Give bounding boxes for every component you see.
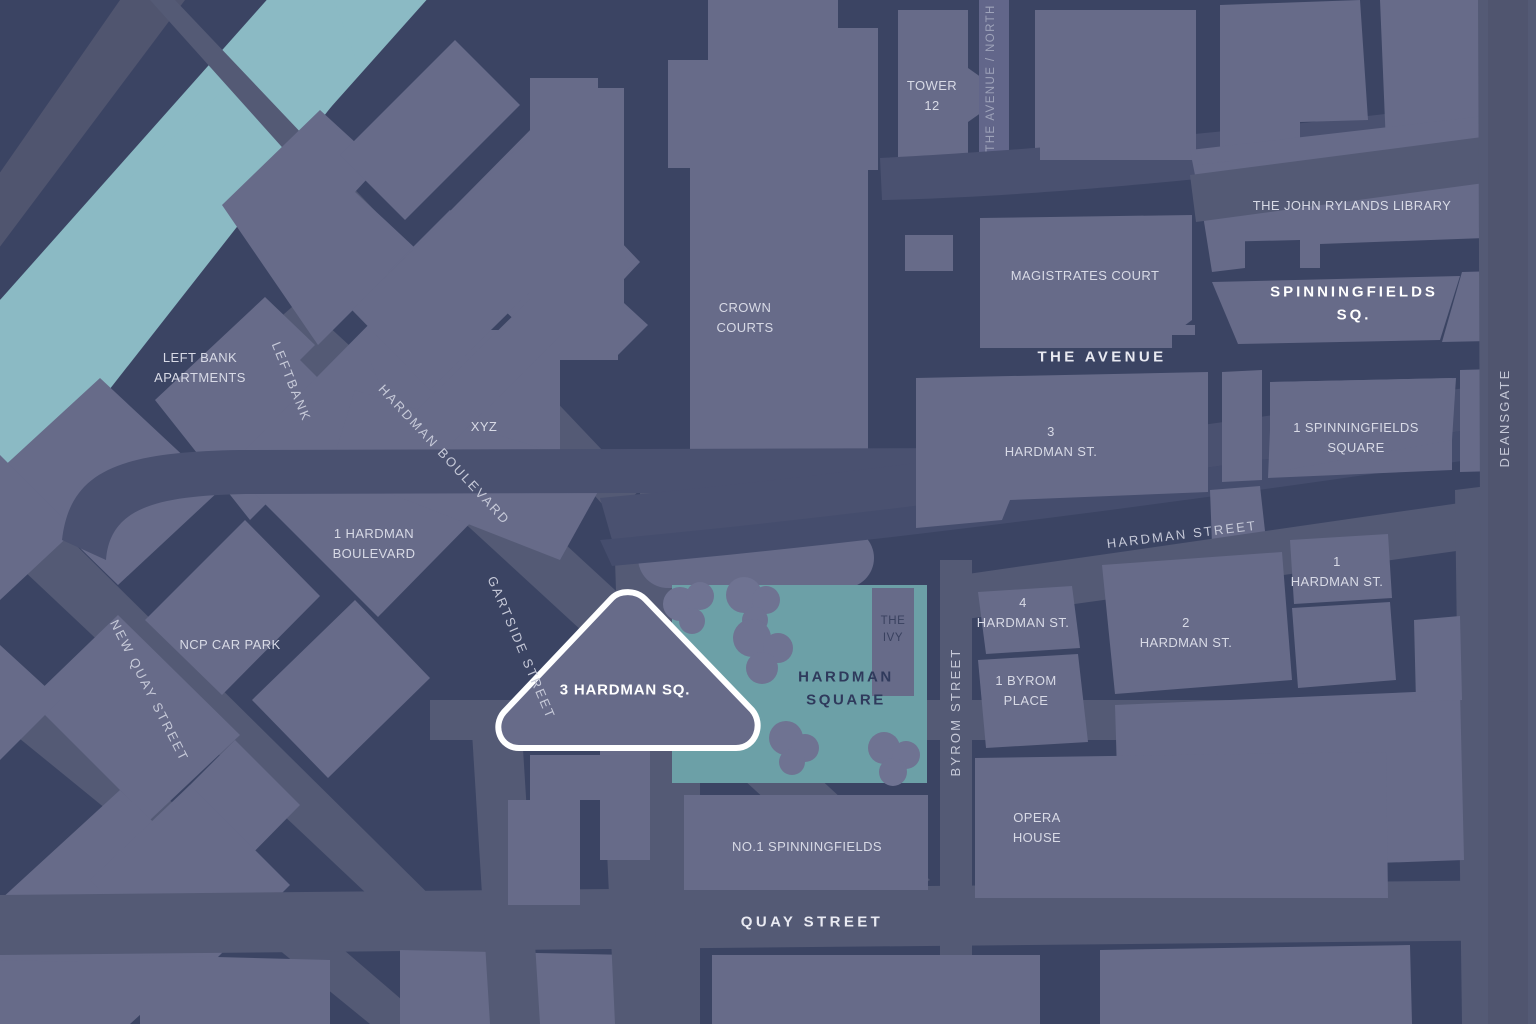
opera-house-building <box>975 752 1388 898</box>
magistrates-court-building <box>980 215 1195 348</box>
no1-spinningfields-building <box>684 795 928 890</box>
tree-cluster <box>663 577 920 786</box>
three-hardman-square-highlight <box>495 589 761 751</box>
central-small-buildings <box>530 78 624 360</box>
the-avenue-lower-buildings <box>916 368 1536 544</box>
byrom-street-road <box>940 560 972 1024</box>
south-blocks <box>0 945 1412 1024</box>
northeast-buildings <box>1040 0 1536 200</box>
southwest-roads <box>470 700 660 1024</box>
deansgate-road <box>1478 0 1536 1024</box>
